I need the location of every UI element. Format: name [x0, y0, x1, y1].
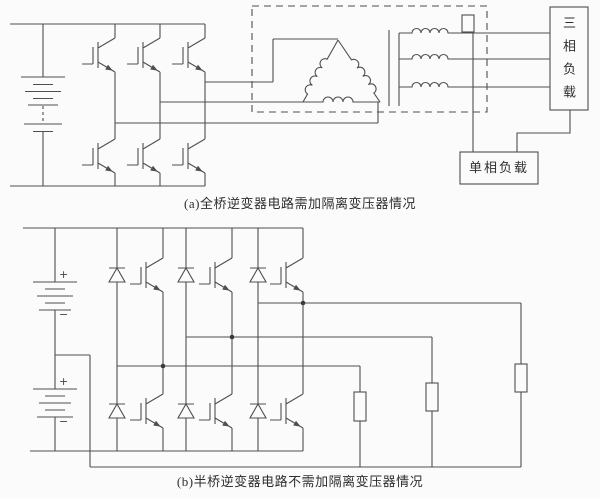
tap-fuse-box — [461, 14, 475, 33]
diode-top-3 — [249, 267, 267, 283]
igbt-a-top-2 — [126, 37, 161, 73]
igbt-b-bottom-3 — [269, 393, 304, 429]
caption-circuit-b: (b)半桥逆变器电路不需加隔离变压器情况 — [176, 474, 424, 489]
load-resistors — [353, 303, 528, 467]
diode-bottom-1 — [108, 403, 126, 419]
wye-secondary-windings — [398, 27, 550, 106]
battery-upper-minus-label: − — [59, 308, 69, 321]
three-phase-load-box — [549, 6, 589, 111]
junction-dot — [229, 334, 235, 340]
single-phase-load-label: 单相负载 — [468, 160, 529, 175]
battery-upper-plus-label: + — [59, 268, 69, 281]
igbt-b-bottom-1 — [129, 393, 164, 429]
battery-lower-plus-label: + — [59, 375, 69, 388]
diode-bottom-2 — [177, 403, 195, 419]
igbt-b-top-2 — [198, 257, 233, 293]
caption-circuit-a: (a)全桥逆变器电路需加隔离变压器情况 — [184, 196, 416, 211]
freewheel-diodes — [108, 228, 267, 451]
resistor-3 — [514, 363, 528, 393]
igbt-a-bottom-1 — [81, 138, 116, 174]
phase-output-lines-a — [115, 38, 379, 124]
igbt-b-top-1 — [129, 257, 164, 293]
igbt-a-bottom-3 — [171, 138, 206, 174]
single-phase-tap — [461, 14, 475, 152]
diode-top-1 — [108, 267, 126, 283]
igbt-a-top-3 — [171, 37, 206, 73]
igbt-b-top-3 — [269, 257, 304, 293]
delta-primary-winding — [302, 39, 381, 103]
dc-source-battery-a — [21, 24, 65, 186]
isolation-transformer — [251, 5, 550, 113]
junction-dot — [160, 363, 166, 369]
igbt-b-bottom-2 — [198, 393, 233, 429]
junction-dot — [300, 300, 306, 306]
resistor-1 — [353, 391, 367, 422]
diode-bottom-3 — [249, 403, 267, 419]
half-bridge-circuit — [23, 227, 528, 468]
dc-source-battery-b-upper — [33, 228, 77, 389]
igbt-a-top-1 — [81, 37, 116, 73]
resistor-2 — [425, 382, 439, 412]
battery-lower-minus-label: − — [59, 415, 69, 428]
inverter-bridge-b — [129, 228, 304, 451]
phase-output-lines-b — [117, 300, 521, 369]
igbt-a-bottom-2 — [126, 138, 161, 174]
single-phase-load-box — [459, 151, 539, 185]
midpoint-neutral-line — [55, 354, 521, 468]
inverter-bridge-a — [81, 24, 206, 186]
load-link-line — [516, 110, 571, 152]
three-phase-load-label: 三相负载 — [561, 16, 576, 108]
full-bridge-circuit — [10, 5, 589, 187]
diode-top-2 — [177, 267, 195, 283]
dc-source-battery-b-lower — [33, 388, 77, 451]
